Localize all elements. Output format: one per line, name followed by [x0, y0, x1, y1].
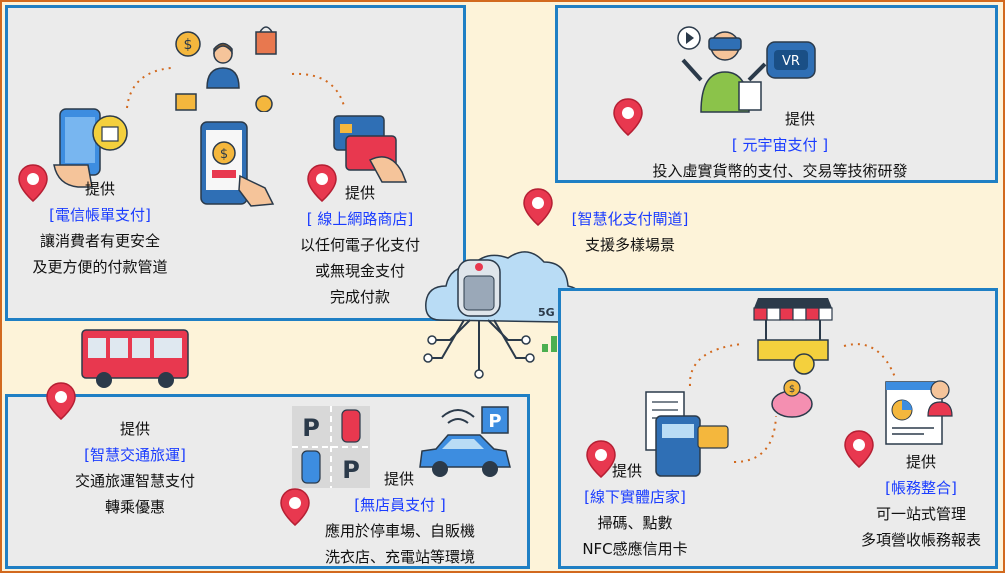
offline-line2: NFC感應信用卡 [582, 540, 688, 558]
market-stall-icon [753, 298, 833, 375]
online-provide: 提供 [344, 184, 375, 202]
bus-icon [81, 329, 189, 388]
credit-card-icon [333, 115, 408, 183]
offline-block: 提供 [線下實體店家] 掃碼、點數 NFC感應信用卡 [560, 458, 710, 562]
transport-line2: 轉乘優惠 [104, 498, 165, 516]
gateway-block: [智慧化支付閘道] 支援多樣場景 [545, 206, 715, 258]
transport-line1: 交通旅運智慧支付 [74, 472, 195, 490]
accounting-report-icon [885, 380, 953, 445]
accounting-provide: 提供 [905, 453, 936, 471]
accounting-block: 提供 [帳務整合] 可一站式管理 多項營收帳務報表 [846, 449, 996, 553]
mobile-payment-icon: $ [200, 121, 275, 207]
accounting-line1: 可一站式管理 [875, 505, 966, 523]
card-terminal-icon [645, 391, 729, 477]
vr-badge: VR [782, 54, 800, 69]
accounting-title: [帳務整合] [885, 479, 957, 497]
telecom-line1: 讓消費者有更安全 [39, 232, 160, 250]
telecom-block: 提供 [電信帳單支付] 讓消費者有更安全 及更方便的付款管道 [20, 176, 180, 280]
gateway-line1: 支援多樣場景 [584, 236, 675, 254]
unmanned-line2: 洗衣店、充電站等環境 [324, 548, 475, 566]
unmanned-block: 提供 [無店員支付 ] 應用於停車場、自販機 洗衣店、充電站等環境 [300, 466, 500, 570]
offline-line1: 掃碼、點數 [597, 514, 673, 532]
signal-label: 5G [538, 306, 555, 319]
shopper-illustration: $ [175, 26, 277, 112]
unmanned-line1: 應用於停車場、自販機 [324, 522, 475, 540]
svg-text:$: $ [789, 384, 795, 395]
vr-user-illustration: VR [677, 26, 816, 113]
parking-lot-icon: P P [292, 406, 370, 488]
metaverse-block: 提供 [ 元宇宙支付 ] 投入虛實貨幣的支付、交易等技術研發 [600, 106, 960, 184]
offline-title: [線下實體店家] [584, 488, 686, 506]
accounting-line2: 多項營收帳務報表 [860, 531, 981, 549]
telecom-title: [電信帳單支付] [49, 206, 151, 224]
svg-text:P: P [302, 414, 320, 442]
online-line3: 完成付款 [329, 288, 390, 306]
online-title: [ 線上網路商店] [306, 210, 414, 228]
piggy-bank-icon: $ [771, 379, 813, 418]
svg-text:P: P [342, 456, 360, 484]
unmanned-title: [無店員支付 ] [354, 496, 446, 514]
telecom-provide: 提供 [84, 180, 115, 198]
dotted-connector [733, 415, 777, 463]
gateway-title: [智慧化支付閘道] [571, 210, 689, 228]
metaverse-line1: 投入虛實貨幣的支付、交易等技術研發 [652, 162, 908, 180]
online-block: 提供 [ 線上網路商店] 以任何電子化支付 或無現金支付 完成付款 [290, 180, 430, 310]
svg-text:$: $ [220, 147, 228, 162]
panel-metaverse [555, 5, 998, 183]
phone-bill-icon [53, 108, 128, 188]
dotted-connector [291, 72, 345, 107]
unmanned-provide: 提供 [384, 470, 415, 488]
panel-transport-unmanned [5, 394, 530, 569]
dotted-connector [126, 67, 172, 109]
location-pin-icon [46, 382, 76, 420]
svg-text:$: $ [184, 37, 193, 53]
offline-provide: 提供 [612, 462, 643, 480]
online-line1: 以任何電子化支付 [299, 236, 420, 254]
transport-provide: 提供 [119, 420, 150, 438]
transport-title: [智慧交通旅運] [84, 446, 186, 464]
dotted-connector [688, 343, 743, 387]
metaverse-title: [ 元宇宙支付 ] [731, 136, 829, 154]
metaverse-provide: 提供 [784, 110, 815, 128]
svg-text:P: P [488, 411, 501, 432]
telecom-line2: 及更方便的付款管道 [32, 258, 168, 276]
smart-car-icon: P [419, 406, 511, 477]
transport-block: 提供 [智慧交通旅運] 交通旅運智慧支付 轉乘優惠 [60, 416, 210, 520]
dotted-connector [843, 343, 897, 381]
online-line2: 或無現金支付 [314, 262, 405, 280]
